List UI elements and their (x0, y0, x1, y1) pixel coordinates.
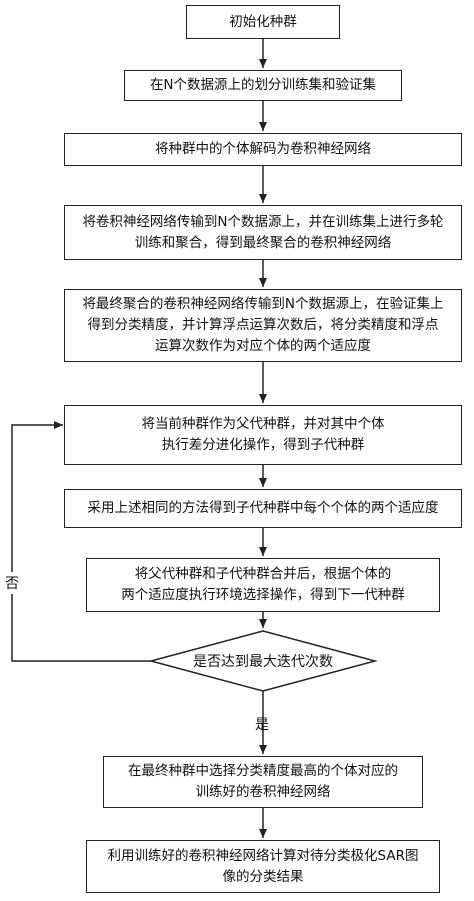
step-text: 在N个数据源上的划分训练集和验证集 (149, 77, 377, 93)
step-compute-fitness: 将最终聚合的卷积神经网络传输到N个数据源上，在验证集上 得到分类精度，并计算浮点… (64, 289, 462, 362)
step-text: 像的分类结果 (222, 868, 304, 885)
step-text: 初始化种群 (229, 13, 297, 30)
yes-label: 是 (255, 717, 269, 733)
step-text: 采用上述相同的方法得到子代种群中每个个体的两个适应度 (87, 500, 439, 516)
step-environmental-selection: 将父代种群和子代种群合并后，根据个体的 两个适应度执行环境选择操作，得到下一代种… (86, 558, 440, 612)
step-text: 利用训练好的卷积神经网络计算对待分类极化SAR图 (107, 847, 419, 864)
step-text: 将种群中的个体解码为卷积神经网络 (155, 141, 371, 157)
step-text: 执行差分进化操作，得到子代种群 (161, 437, 365, 453)
step-federated-training: 将卷积神经网络传输到N个数据源上，并在训练集上进行多轮 训练和聚合，得到最终聚合… (64, 205, 462, 260)
step-text: 将卷积神经网络传输到N个数据源上，并在训练集上进行多轮 (82, 213, 444, 230)
no-label: 否 (5, 572, 19, 594)
step-select-best: 在最终种群中选择分类精度最高的个体对应的 训练好的卷积神经网络 (103, 756, 423, 808)
step-text: 得到分类精度，并计算浮点运算次数后，将分类精度和浮点 (87, 317, 439, 333)
step-init-population: 初始化种群 (186, 5, 340, 39)
step-text: 将最终聚合的卷积神经网络传输到N个数据源上，在验证集上 (82, 296, 444, 312)
step-text: 训练和聚合，得到最终聚合的卷积神经网络 (134, 234, 392, 251)
step-differential-evolution: 将当前种群作为父代种群，并对其中个体 执行差分进化操作，得到子代种群 (64, 405, 462, 465)
step-text: 运算次数作为对应个体的两个适应度 (154, 338, 371, 354)
step-split-datasets: 在N个数据源上的划分训练集和验证集 (124, 70, 402, 101)
step-text: 将当前种群作为父代种群，并对其中个体 (141, 416, 385, 432)
step-offspring-fitness: 采用上述相同的方法得到子代种群中每个个体的两个适应度 (64, 489, 462, 528)
decision-text: 是否达到最大迭代次数 (193, 654, 333, 670)
step-classify-sar: 利用训练好的卷积神经网络计算对待分类极化SAR图 像的分类结果 (86, 840, 440, 893)
loop-back-arrow (11, 421, 151, 662)
step-text: 两个适应度执行环境选择操作，得到下一代种群 (121, 587, 405, 603)
step-text: 将父代种群和子代种群合并后，根据个体的 (134, 566, 392, 582)
step-text: 训练好的卷积神经网络 (195, 784, 331, 800)
step-decode-individuals: 将种群中的个体解码为卷积神经网络 (64, 133, 462, 166)
step-text: 在最终种群中选择分类精度最高的个体对应的 (128, 763, 398, 779)
